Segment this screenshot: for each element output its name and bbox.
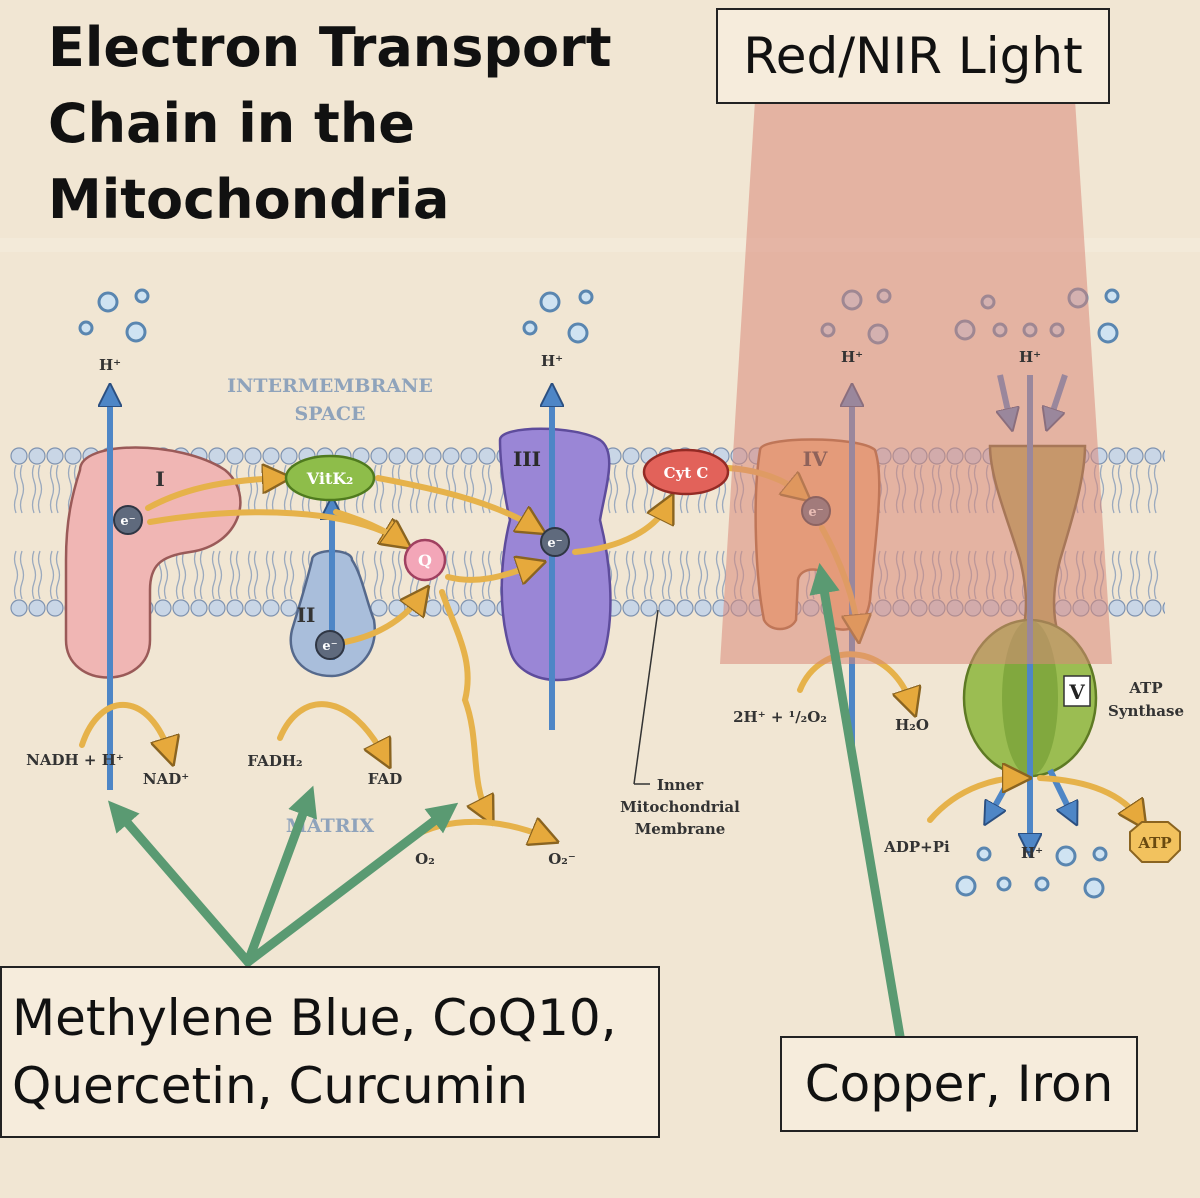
supplements-callout: Methylene Blue, CoQ10, Quercetin, Curcum… (0, 966, 660, 1138)
complex-i-label: I (155, 467, 164, 491)
cytc-carrier: Cyt C (642, 448, 730, 496)
q-label: Q (418, 551, 432, 570)
matrix-label: MATRIX (286, 815, 375, 837)
adp-pi-label: ADP+Pi (883, 838, 950, 856)
imm-label-2: Mitochondrial (620, 798, 740, 816)
title-line-1: Electron Transport (48, 16, 612, 79)
imm-label-3: Membrane (635, 820, 726, 838)
complex-ii-label: II (297, 603, 316, 627)
q-carrier: Q (403, 538, 447, 582)
o2-label: O₂ (415, 850, 435, 868)
imm-label-1: Inner (657, 776, 704, 794)
complex-iii-label: III (513, 447, 541, 471)
intermembrane-label-1: INTERMEMBRANE (227, 375, 433, 397)
proton-label-iii: H⁺ (541, 352, 563, 370)
cytc-label: Cyt C (664, 464, 709, 482)
imm-pointer (633, 609, 659, 785)
h2o-label: H₂O (895, 716, 929, 734)
proton-label-matrix: H⁺ (1021, 844, 1043, 862)
nadh-label: NADH + H⁺ (26, 751, 124, 769)
water-reaction-label: 2H⁺ + ¹/₂O₂ (733, 708, 827, 726)
o2-minus-label: O₂⁻ (548, 850, 576, 868)
page-title: Electron Transport Chain in the Mitochon… (48, 10, 688, 238)
vitk2-label: VitK₂ (306, 469, 354, 488)
supplements-line-1: Methylene Blue, CoQ10, (12, 989, 617, 1047)
atp-token-label: ATP (1137, 834, 1171, 852)
atp-synthase-label-1: ATP (1128, 679, 1162, 697)
nad-label: NAD⁺ (143, 770, 189, 788)
vitk2-carrier: VitK₂ (284, 454, 376, 502)
title-line-2: Chain in the (48, 92, 415, 155)
fadh2-label: FADH₂ (247, 752, 302, 770)
electron-ii: e⁻ (322, 639, 337, 654)
intermembrane-label-2: SPACE (295, 403, 366, 425)
title-line-3: Mitochondria (48, 168, 450, 231)
proton-label-i: H⁺ (99, 356, 121, 374)
diagram-labels: INTERMEMBRANE SPACE MATRIX H⁺ H⁺ H⁺ H⁺ H… (26, 348, 1184, 868)
electron-iii: e⁻ (547, 536, 562, 551)
callout-arrows (107, 562, 907, 1053)
proton-label-v: H⁺ (1019, 348, 1041, 366)
fad-label: FAD (368, 770, 402, 788)
proton-label-iv: H⁺ (841, 348, 863, 366)
light-callout: Red/NIR Light (716, 8, 1110, 104)
supplements-line-2: Quercetin, Curcumin (12, 1057, 529, 1115)
electron-i: e⁻ (120, 514, 135, 529)
metals-callout: Copper, Iron (780, 1036, 1138, 1132)
complex-v-label: V (1068, 680, 1085, 704)
light-beam (720, 100, 1112, 664)
electron-flow (79, 468, 1140, 838)
atp-token: ATP (1129, 821, 1181, 863)
atp-synthase-label-2: Synthase (1108, 702, 1184, 720)
